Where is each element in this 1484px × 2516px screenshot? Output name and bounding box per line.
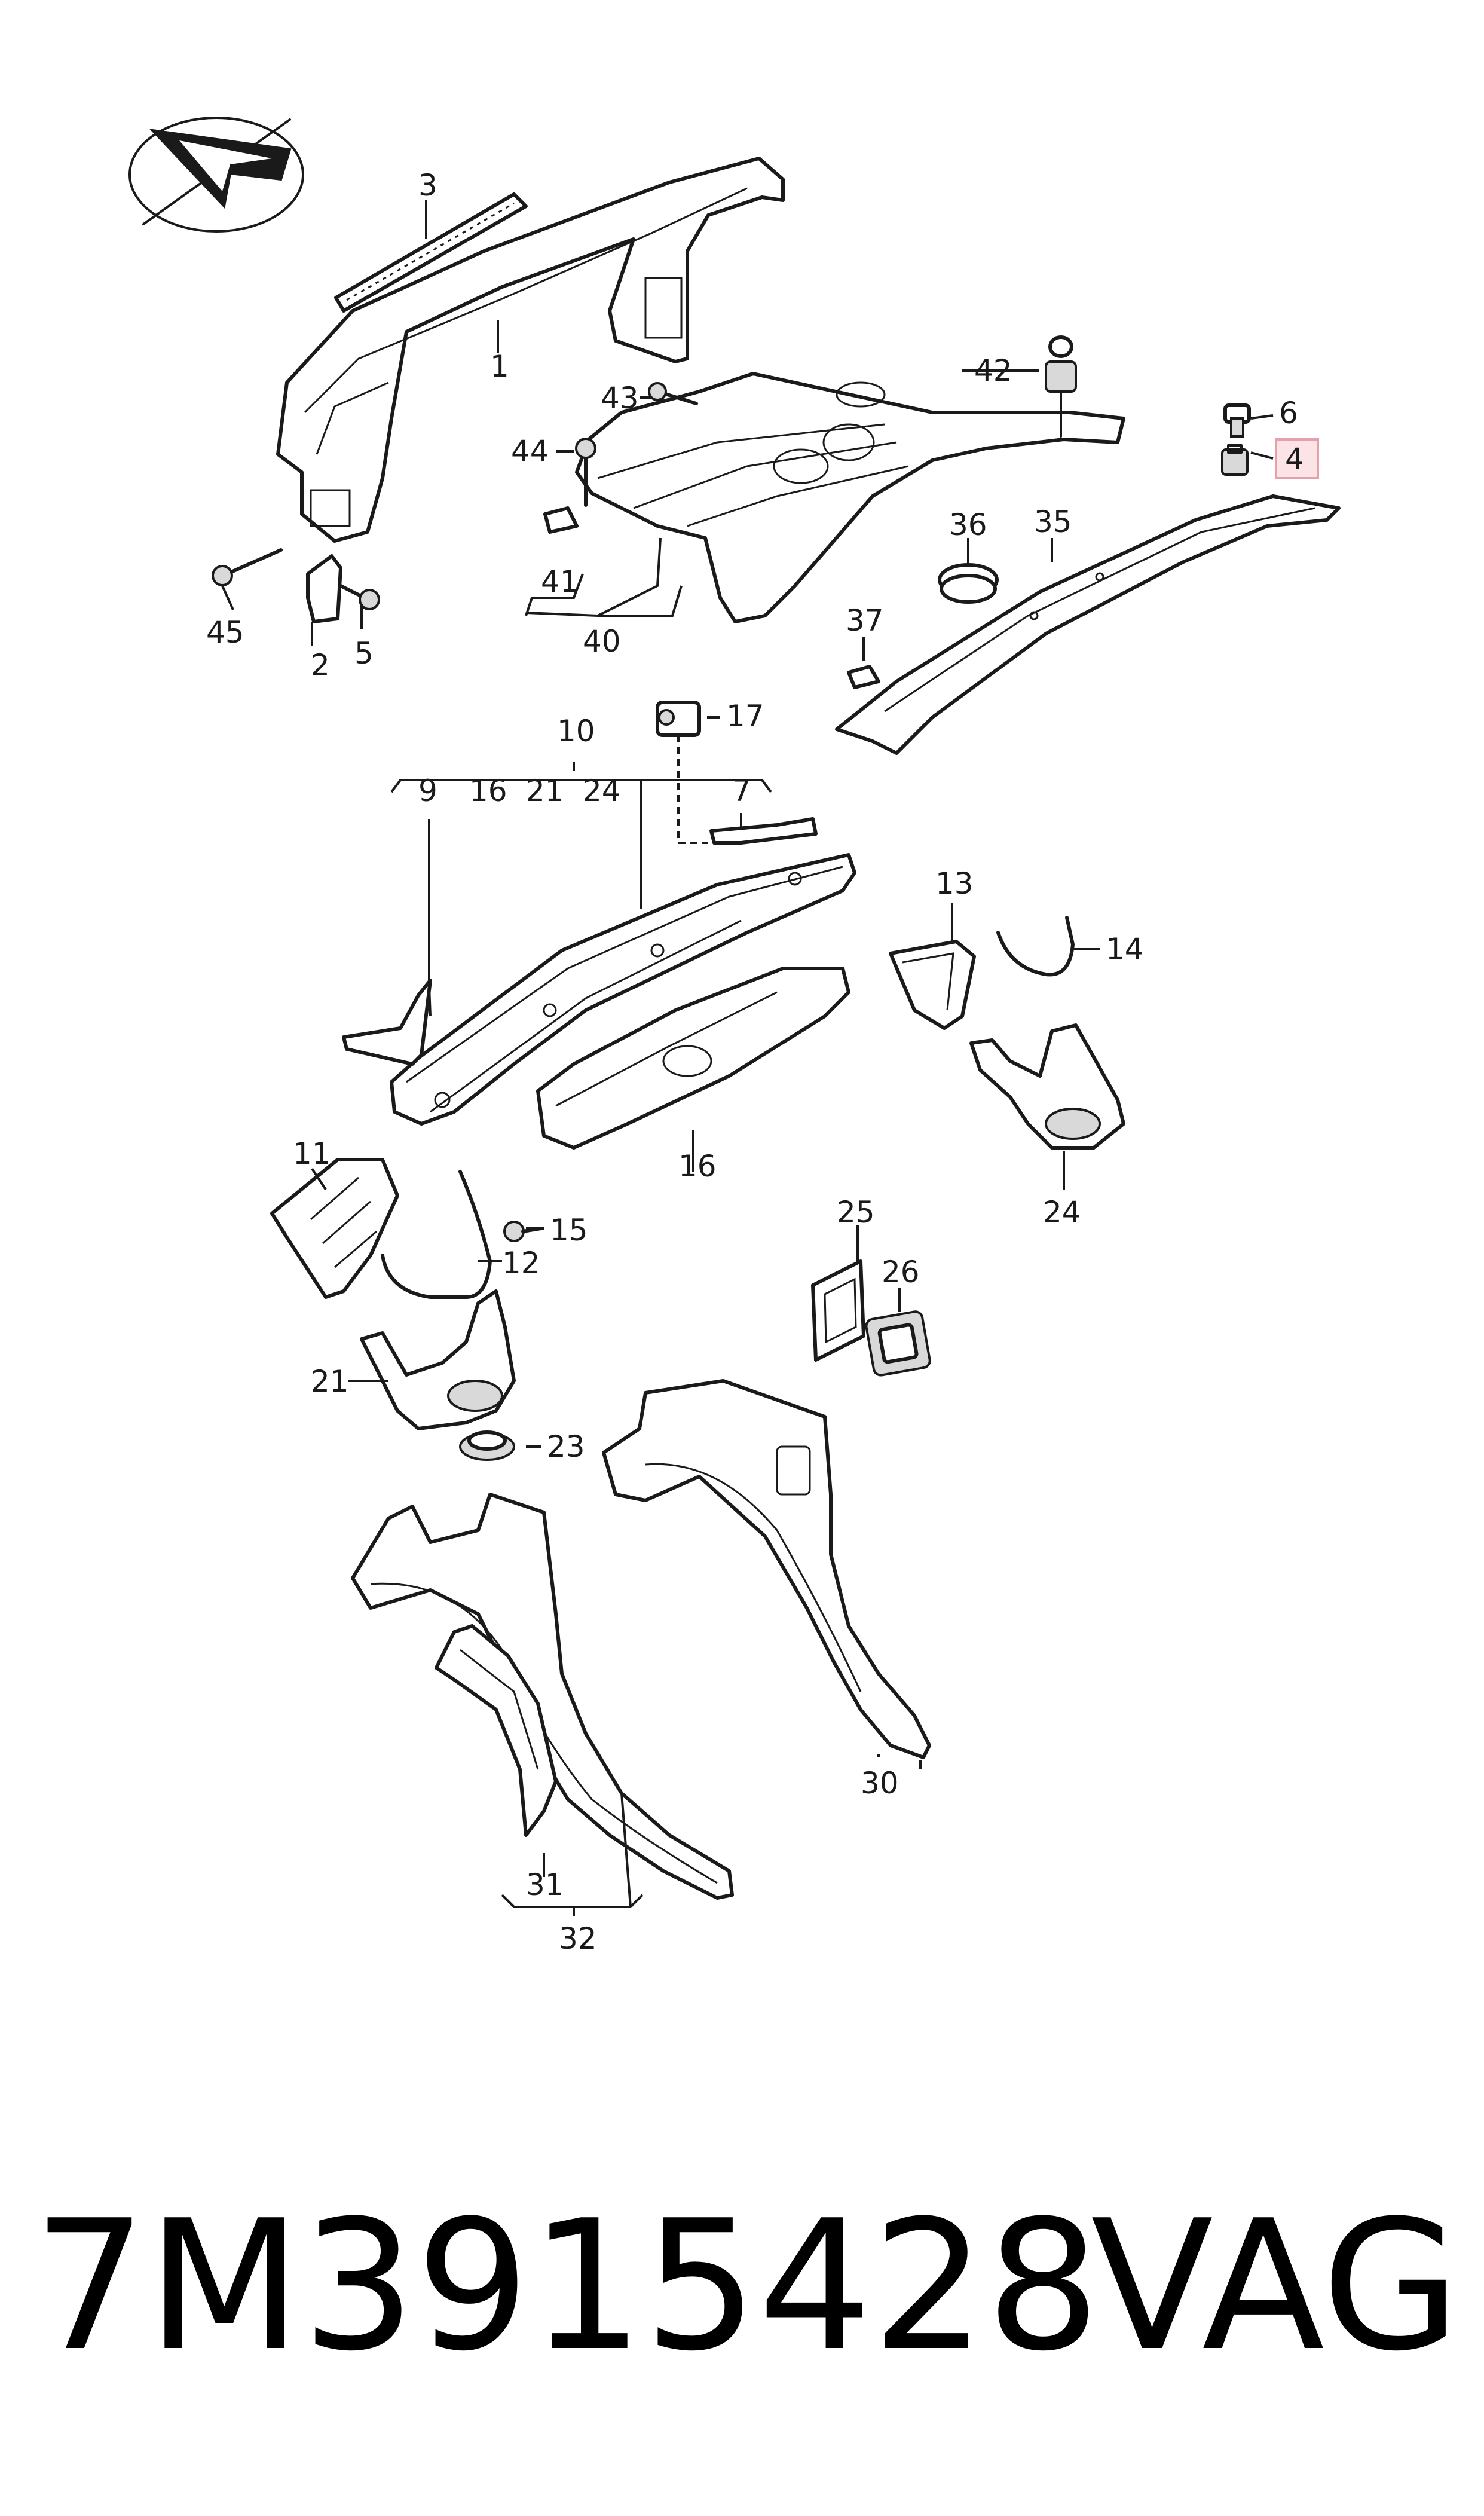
part-4-clip-nut <box>1221 444 1249 476</box>
callout-36: 36 <box>949 508 987 542</box>
part-42-stopper <box>1045 335 1077 438</box>
part-41-clip <box>543 506 579 534</box>
part-21-bracket <box>360 1289 516 1430</box>
callout-6: 6 <box>1279 396 1298 430</box>
callout-21-bottom: 21 <box>311 1364 349 1399</box>
part-40-floor-panel <box>575 372 1125 623</box>
part-26-cover <box>865 1310 931 1377</box>
callout-23: 23 <box>547 1429 585 1464</box>
leader-lines <box>221 200 1274 1916</box>
part-number-label: 7M3915428 <box>33 2182 1100 2390</box>
callout-10: 10 <box>557 714 595 748</box>
callout-5: 5 <box>354 636 374 671</box>
callout-21-top: 21 <box>526 774 564 808</box>
part-37-block <box>847 665 880 689</box>
part-24-wheelhouse-part <box>969 1023 1125 1150</box>
orientation-compass-icon <box>128 117 304 233</box>
callout-3: 3 <box>418 168 437 203</box>
part-45-screw <box>212 548 283 586</box>
callout-11: 11 <box>293 1136 331 1171</box>
part-17-fastener <box>656 701 701 737</box>
callout-42: 42 <box>974 353 1012 388</box>
callout-1: 1 <box>490 349 509 384</box>
part-15-screw <box>503 1221 543 1242</box>
callout-40: 40 <box>583 624 621 659</box>
part-9-bracket <box>342 979 432 1066</box>
part-2-bracket <box>306 554 342 623</box>
callout-25: 25 <box>837 1195 875 1230</box>
callout-24-bottom: 24 <box>1043 1195 1081 1230</box>
part-35-rear-panel <box>835 494 1341 755</box>
callout-35: 35 <box>1034 505 1072 539</box>
part-30-side-panel <box>602 1379 931 1759</box>
callout-labels: 3 1 42 43 6 44 4 36 35 41 37 45 40 5 2 1… <box>206 168 1304 1956</box>
part-3-seal-strip <box>334 192 528 313</box>
part-12-seal-loop <box>381 1170 492 1299</box>
part-16-tray-panel <box>536 967 850 1150</box>
callout-15: 15 <box>550 1213 588 1248</box>
callout-2: 2 <box>311 648 330 683</box>
highlight-box-part-4 <box>1275 438 1319 479</box>
callout-45: 45 <box>206 615 244 650</box>
part-7-bracket <box>709 817 818 845</box>
callout-41: 41 <box>541 564 579 599</box>
part-23-plug <box>459 1430 515 1461</box>
callout-43: 43 <box>601 381 639 415</box>
part-1-rear-frame <box>276 157 785 543</box>
callout-30: 30 <box>861 1766 899 1800</box>
callout-31: 31 <box>526 1867 564 1902</box>
callout-17: 17 <box>726 699 764 733</box>
callout-44: 44 <box>511 434 549 469</box>
callout-13: 13 <box>935 866 974 901</box>
callout-37: 37 <box>846 603 884 638</box>
callout-9: 9 <box>418 774 437 808</box>
callout-32: 32 <box>559 1921 597 1956</box>
part-6-fastener <box>1223 403 1251 438</box>
part-44-screw <box>575 438 596 507</box>
part-32-side-panel <box>351 1493 734 1900</box>
part-14-seal-loop <box>996 916 1075 977</box>
callout-16-bottom: 16 <box>678 1149 717 1184</box>
callout-16-top: 16 <box>469 774 507 808</box>
part-43-bolt <box>648 382 698 405</box>
part-10-cross-member <box>390 853 856 1126</box>
callout-24-top: 24 <box>583 774 621 808</box>
part-25-plate <box>811 1259 865 1362</box>
callout-26: 26 <box>882 1255 920 1289</box>
callout-12: 12 <box>502 1246 540 1280</box>
callout-4: 4 <box>1285 442 1304 476</box>
part-36-plug <box>938 563 999 604</box>
callout-14: 14 <box>1106 932 1144 967</box>
brand-label: VAG <box>1091 2182 1461 2390</box>
part-11-frame <box>270 1158 399 1299</box>
callout-7: 7 <box>732 774 751 808</box>
part-31-wheelhouse-inner <box>435 1624 558 1837</box>
part-13-housing <box>889 940 976 1030</box>
part-5-screw <box>339 584 380 610</box>
